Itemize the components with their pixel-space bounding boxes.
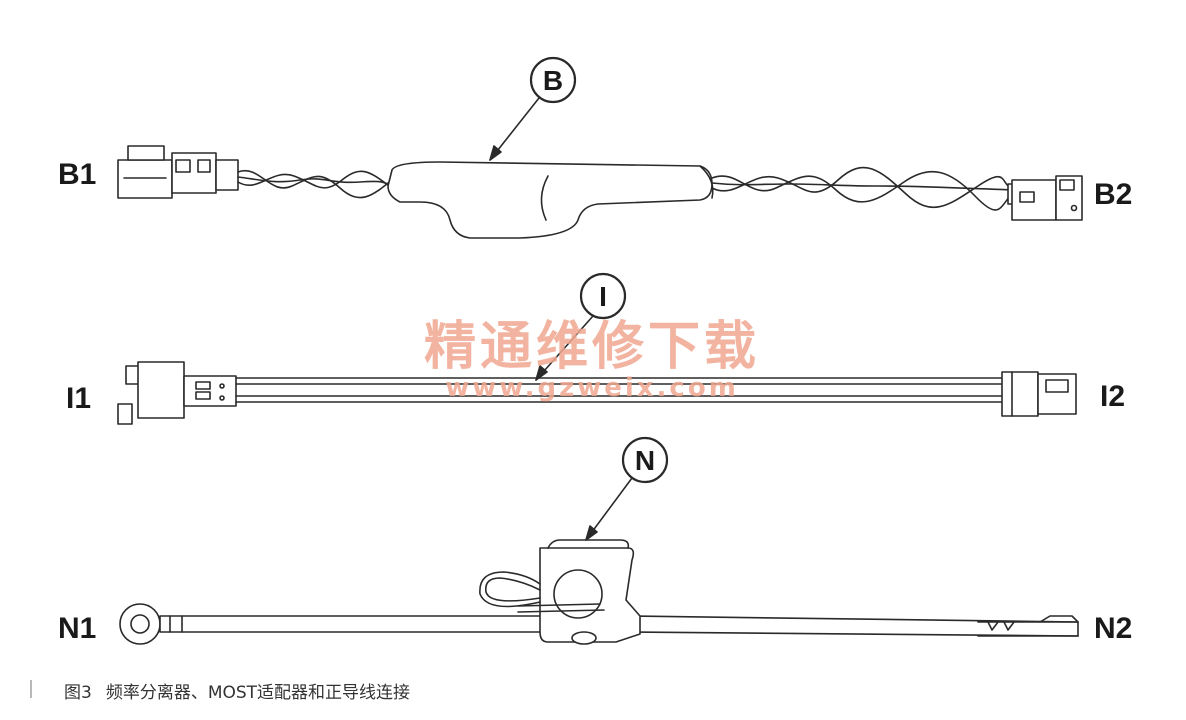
- n2-blade-terminal: [977, 615, 1079, 637]
- callout-n: [585, 436, 669, 541]
- label-n1: N1: [58, 612, 96, 645]
- n-cable: [181, 615, 1079, 637]
- callout-b: [489, 56, 577, 161]
- b-right-twisted-wires: [711, 170, 1013, 211]
- i1-connector: [117, 361, 237, 425]
- figure-number: 图3: [64, 683, 92, 703]
- figure-caption: 图3 频率分离器、MOST适配器和正导线连接: [64, 678, 410, 703]
- b-separator-body: [387, 161, 714, 239]
- figure-caption-text: 频率分离器、MOST适配器和正导线连接: [105, 683, 411, 703]
- watermark-url: www.gzweix.com: [445, 373, 739, 403]
- n1-ring-terminal: [119, 603, 183, 645]
- n-fuse-holder: [479, 539, 641, 645]
- part-b-frequency-separator: [117, 145, 1083, 239]
- i-cable: [235, 377, 1003, 403]
- page-edge-mark: [30, 680, 32, 698]
- label-i1: I1: [66, 382, 91, 415]
- part-n-positive-lead: [119, 539, 1079, 645]
- label-i2: I2: [1100, 380, 1125, 413]
- watermark-title: 精通维修下载: [424, 317, 760, 377]
- label-b2: B2: [1094, 178, 1132, 211]
- b2-connector: [1007, 175, 1083, 221]
- i2-connector: [1001, 371, 1077, 417]
- callout-i: [535, 272, 627, 381]
- callout-b-label: B: [543, 65, 563, 96]
- label-n2: N2: [1094, 612, 1132, 645]
- label-b1: B1: [58, 158, 96, 191]
- callout-n-label: N: [635, 445, 655, 476]
- b1-connector: [117, 145, 239, 199]
- b-left-twisted-wires: [237, 169, 393, 199]
- callout-i-label: I: [599, 281, 607, 312]
- part-i-most-adapter: [117, 361, 1077, 425]
